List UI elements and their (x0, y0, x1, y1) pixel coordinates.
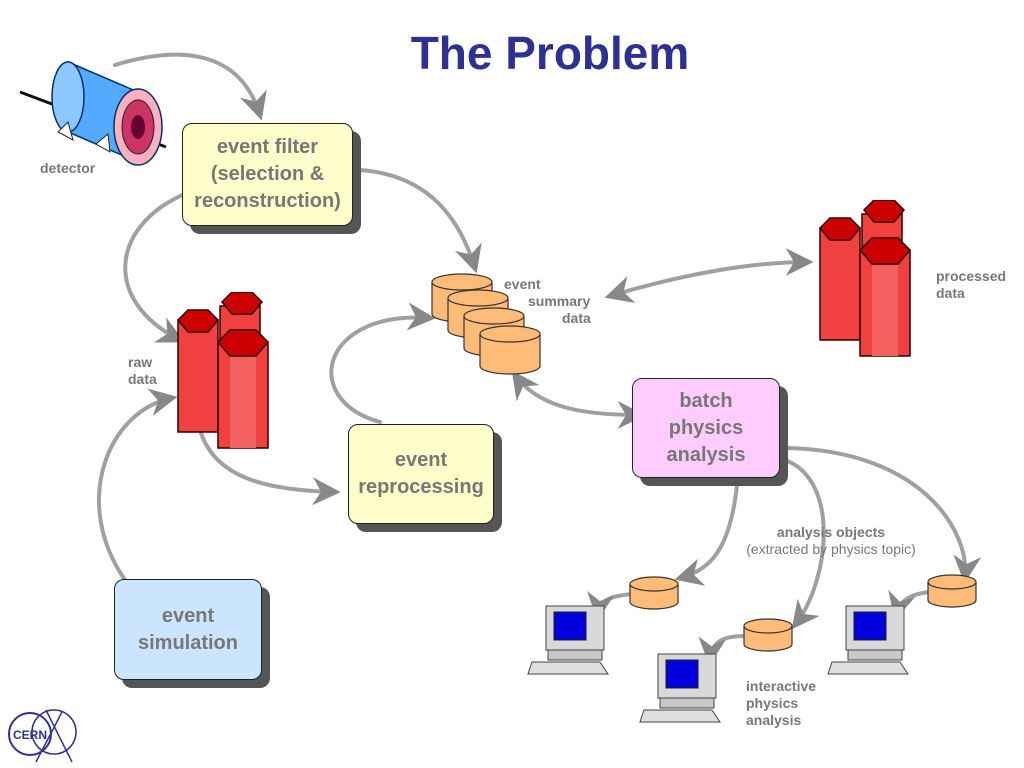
raw-data-label-line-1: raw (128, 354, 153, 370)
event-summary-line-1: event (504, 276, 541, 292)
interactive-line-2: physics (746, 695, 799, 711)
raw-data-hexagon-stack (176, 292, 270, 449)
workstation-icon-2 (639, 653, 721, 723)
workstation-icon-1 (527, 605, 609, 675)
workstation-icon-3 (827, 605, 909, 675)
arrow-summary-processed (604, 248, 814, 303)
event-simulation-box: event simulation (114, 579, 262, 680)
interactive-line-1: interactive (746, 678, 817, 694)
arrow-filter-to-summary (358, 168, 482, 274)
event-summary-line-3: data (562, 310, 591, 326)
batch-line-3: analysis (666, 443, 746, 466)
detector-label: detector (40, 160, 96, 176)
raw-data-label-line-2: data (128, 371, 157, 387)
event-summary-label: event summary data (504, 276, 591, 327)
arrow-batch-to-obj2 (783, 458, 826, 630)
analysis-objects-note: (extracted by physics topic) (746, 541, 916, 557)
page-title: The Problem (410, 27, 690, 79)
arrow-reprocessing-to-summary (329, 302, 436, 424)
event-reprocessing-line-1: event (394, 449, 448, 471)
event-reprocessing-line-2: reprocessing (358, 476, 484, 498)
batch-line-2: physics (668, 416, 744, 439)
batch-physics-analysis-box: batch physics analysis (632, 378, 780, 478)
interactive-line-3: analysis (746, 712, 802, 728)
processed-data-line-1: processed (936, 268, 1007, 284)
event-summary-line-2: summary (528, 293, 591, 309)
arrow-batch-to-obj1 (674, 483, 739, 586)
event-summary-cylinders (431, 273, 541, 375)
arrow-batch-to-obj3 (783, 446, 982, 584)
batch-line-1: batch (679, 389, 733, 412)
detector-icon (19, 60, 167, 166)
event-reprocessing-box: event reprocessing (348, 424, 494, 524)
cern-logo: CERN (8, 709, 77, 763)
raw-data-label: raw data (128, 354, 157, 388)
event-filter-line-1: event filter (216, 136, 319, 158)
analysis-object-cylinder-2 (743, 618, 793, 652)
event-simulation-line-1: event (161, 604, 215, 627)
analysis-objects-label: analysis objects (extracted by physics t… (726, 524, 936, 558)
processed-data-label: processed data (936, 268, 1006, 302)
analysis-object-cylinder-1 (629, 576, 679, 610)
arrow-summary-batch (511, 370, 646, 429)
arrow-raw-to-reprocessing (198, 428, 341, 506)
event-filter-line-3: reconstruction) (194, 190, 341, 212)
cern-logo-text: CERN (13, 728, 47, 742)
analysis-objects-title: analysis objects (776, 524, 886, 540)
event-simulation-line-2: simulation (137, 631, 238, 654)
arrow-detector-to-filter (113, 52, 267, 121)
arrow-simulation-to-raw (97, 388, 178, 582)
arrow-filter-to-raw (123, 188, 197, 343)
analysis-object-cylinder-3 (927, 574, 977, 608)
processed-data-hexagon-stack (818, 200, 912, 357)
event-filter-box: event filter (selection & reconstruction… (182, 123, 353, 226)
processed-data-line-2: data (936, 285, 965, 301)
interactive-analysis-label: interactive physics analysis (746, 678, 816, 729)
event-filter-line-2: (selection & (210, 163, 325, 185)
